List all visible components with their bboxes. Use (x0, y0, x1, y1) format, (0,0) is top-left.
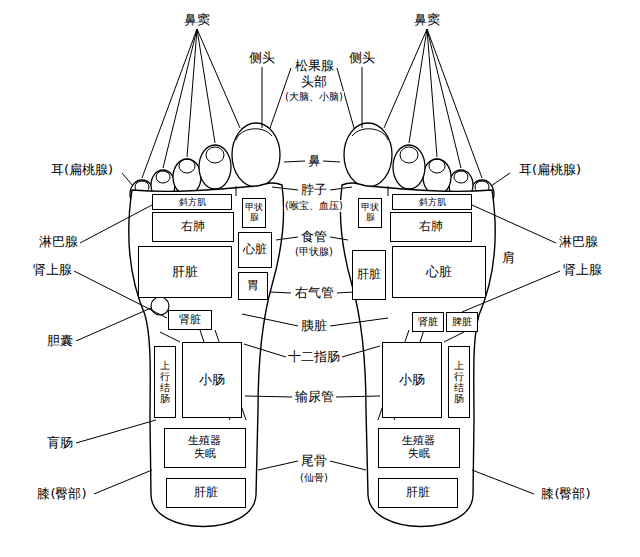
left-foot (129, 123, 284, 527)
organ-region: 脾脏 (446, 312, 478, 332)
region-name: 小肠 (199, 373, 225, 388)
part-label: 鼻窦 (413, 13, 441, 28)
leader-lines (74, 29, 560, 494)
region-name: 肝脏 (406, 486, 430, 500)
region-name: 右肺 (181, 220, 205, 234)
region-name: 右肺 (419, 220, 443, 234)
part-label: 右气管 (294, 286, 335, 301)
region-name: 生殖器 失眠 (401, 435, 437, 460)
part-label: 十二指肠 (287, 350, 341, 365)
organ-region: 心脏 (392, 246, 486, 298)
organ-region: 心脏 (238, 232, 272, 268)
organ-region: 生殖器 失眠 (164, 428, 246, 468)
organ-region: 胃 (238, 272, 268, 300)
part-label: 输尿管 (294, 390, 335, 405)
region-name: 肝脏 (357, 268, 381, 282)
organ-region: 小肠 (382, 342, 442, 418)
region-name: 上行结肠 (454, 360, 464, 404)
part-label: 头部 (300, 75, 328, 90)
organ-region: 甲状腺 (242, 198, 266, 228)
organ-region: 生殖器 失眠 (378, 428, 460, 468)
region-name: 斜方肌 (179, 197, 206, 207)
part-label: 侧头 (248, 51, 276, 66)
right-foot (340, 123, 495, 527)
part-label: 尾骨 (300, 454, 328, 469)
part-label: 胆囊 (46, 334, 74, 349)
region-name: 肝脏 (194, 486, 218, 500)
region-name: 甲状腺 (361, 203, 379, 223)
organ-region: 右肺 (152, 212, 234, 242)
part-label: (仙骨) (299, 472, 329, 484)
region-name: 肝脏 (172, 265, 198, 280)
organ-region: 肾脏 (412, 312, 444, 332)
region-name: 生殖器 失眠 (187, 435, 223, 460)
organ-region: 肝脏 (138, 246, 232, 298)
part-label: (喉宝、血压) (284, 200, 344, 212)
region-name: 心脏 (243, 243, 267, 257)
part-label: 脖子 (300, 183, 328, 198)
part-label: 肾上腺 (32, 263, 73, 278)
part-label: (大脑、小脑) (284, 91, 344, 103)
region-name: 脾脏 (452, 316, 472, 328)
region-name: 斜方肌 (419, 197, 446, 207)
part-label: 耳(扁桃腺) (518, 163, 582, 178)
part-label: 耳(扁桃腺) (50, 163, 114, 178)
part-label: 侧头 (348, 51, 376, 66)
part-label: 肓肠 (46, 436, 74, 451)
region-name: 心脏 (426, 265, 452, 280)
region-name: 肾脏 (179, 314, 201, 327)
organ-region: 肾脏 (168, 310, 212, 330)
part-label: 松果腺 (294, 59, 335, 74)
part-label: 膝(臀部) (540, 487, 591, 502)
part-label: 鼻窦 (183, 13, 211, 28)
region-name: 甲状腺 (245, 203, 263, 223)
organ-region: 甲状腺 (358, 198, 382, 228)
part-label: 鼻 (307, 154, 322, 169)
part-label: 胰脏 (300, 319, 328, 334)
organ-region: 肝脏 (166, 478, 246, 508)
organ-region: 斜方肌 (152, 194, 232, 210)
organ-region: 肝脏 (378, 478, 458, 508)
organ-region: 斜方肌 (392, 194, 472, 210)
region-name: 小肠 (399, 373, 425, 388)
part-label: 淋巴腺 (558, 235, 599, 250)
organ-region: 肝脏 (352, 250, 386, 300)
organ-region: 右肺 (390, 212, 472, 242)
region-name: 胃 (247, 279, 259, 293)
organ-region: 上行结肠 (448, 346, 470, 418)
gallbladder-circle (151, 297, 169, 315)
organ-region: 上行结肠 (154, 346, 176, 418)
part-label: 膝(臀部) (36, 487, 87, 502)
part-label: 肩 (501, 251, 516, 266)
part-label: 食管 (300, 230, 328, 245)
region-name: 上行结肠 (160, 360, 170, 404)
part-label: 淋巴腺 (38, 235, 79, 250)
organ-region: 小肠 (182, 342, 242, 418)
region-name: 肾脏 (418, 316, 438, 328)
part-label: 肾上腺 (562, 263, 603, 278)
part-label: (甲状腺) (294, 246, 334, 258)
